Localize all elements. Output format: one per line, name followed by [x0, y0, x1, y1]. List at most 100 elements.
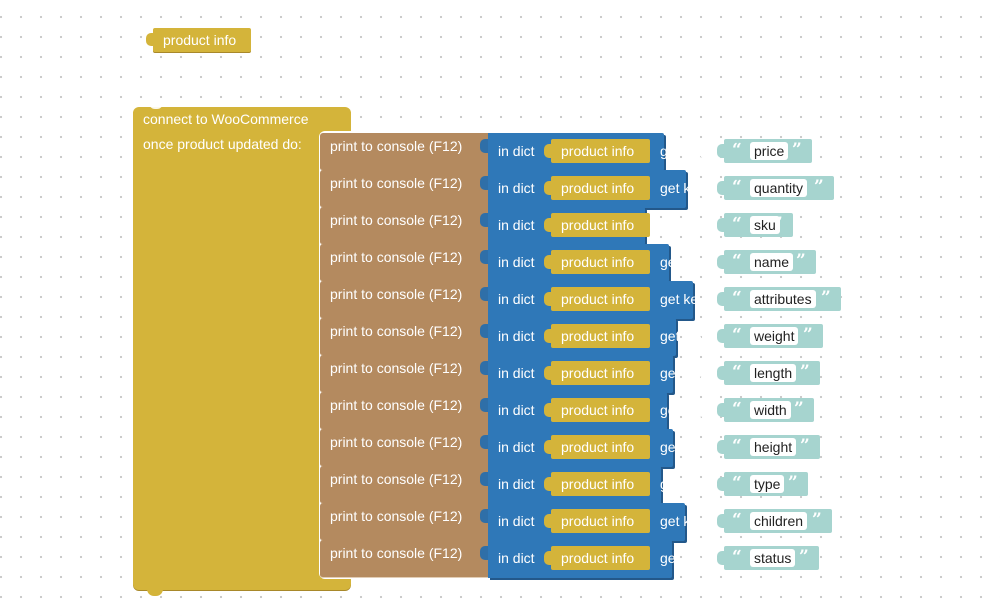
print-to-console-block[interactable]: print to console (F12): [320, 429, 490, 467]
output-connector: [544, 144, 553, 158]
in-dict-label: in dict: [498, 402, 535, 418]
string-block[interactable]: “ status ”: [717, 546, 819, 570]
key-text-field[interactable]: width: [750, 401, 791, 419]
output-connector: [717, 514, 726, 528]
get-key-label: get key: [660, 439, 706, 455]
string-block[interactable]: “ type ”: [717, 472, 808, 496]
print-to-console-block[interactable]: print to console (F12): [320, 133, 490, 171]
dict-get-key-block[interactable]: in dict product info get key “ width ”: [488, 392, 814, 430]
input-connector: [480, 398, 490, 412]
variable-label: product info: [561, 439, 635, 455]
input-connector: [480, 213, 490, 227]
string-block[interactable]: “ quantity ”: [717, 176, 834, 200]
print-to-console-block[interactable]: print to console (F12): [320, 466, 490, 504]
print-label: print to console (F12): [330, 360, 463, 376]
print-to-console-block[interactable]: print to console (F12): [320, 318, 490, 356]
product-info-variable[interactable]: product info: [544, 287, 650, 311]
product-info-variable[interactable]: product info: [544, 250, 650, 274]
open-quote-icon: “: [732, 140, 742, 160]
woocommerce-event-block[interactable]: connect to WooCommerce once product upda…: [133, 103, 351, 596]
product-info-variable[interactable]: product info: [544, 176, 650, 200]
string-block[interactable]: “ name ”: [717, 250, 816, 274]
dict-get-key-block[interactable]: in dict product info get key “ sku ”: [488, 207, 793, 245]
key-text-field[interactable]: children: [750, 512, 808, 530]
output-connector: [544, 514, 553, 528]
in-dict-label: in dict: [498, 365, 535, 381]
open-quote-icon: “: [732, 325, 742, 345]
string-block[interactable]: “ attributes ”: [717, 287, 841, 311]
close-quote-icon: ”: [821, 288, 831, 308]
key-text-field[interactable]: status: [750, 549, 796, 567]
dict-get-key-block[interactable]: in dict product info get key “ children …: [488, 503, 832, 541]
product-info-variable[interactable]: product info: [544, 435, 650, 459]
close-quote-icon: ”: [773, 214, 783, 234]
previous-connector-notch: [149, 103, 163, 109]
print-to-console-block[interactable]: print to console (F12): [320, 170, 490, 208]
string-block[interactable]: “ weight ”: [717, 324, 823, 348]
string-block[interactable]: “ length ”: [717, 361, 820, 385]
string-block[interactable]: “ children ”: [717, 509, 832, 533]
in-dict-label: in dict: [498, 439, 535, 455]
product-info-variable[interactable]: product info: [544, 213, 650, 237]
output-connector: [717, 329, 726, 343]
dict-get-key-block[interactable]: in dict product info get key “ price ”: [488, 133, 812, 171]
key-text-field[interactable]: quantity: [750, 179, 808, 197]
input-connector: [480, 361, 490, 375]
get-key-label: get key: [660, 402, 706, 418]
dict-get-key-block[interactable]: in dict product info get key “ length ”: [488, 355, 820, 393]
string-block[interactable]: “ price ”: [717, 139, 812, 163]
string-block[interactable]: “ height ”: [717, 435, 820, 459]
key-text-field[interactable]: price: [750, 142, 789, 160]
key-text-field[interactable]: attributes: [750, 290, 816, 308]
product-info-variable[interactable]: product info: [544, 324, 650, 348]
get-key-label: get key: [660, 180, 706, 196]
output-connector: [717, 440, 726, 454]
key-text-field[interactable]: length: [750, 364, 797, 382]
print-label: print to console (F12): [330, 286, 463, 302]
product-info-variable[interactable]: product info: [544, 472, 650, 496]
print-to-console-block[interactable]: print to console (F12): [320, 244, 490, 282]
print-to-console-block[interactable]: print to console (F12): [320, 392, 490, 430]
product-info-variable[interactable]: product info: [544, 361, 650, 385]
product-info-variable[interactable]: product info: [544, 398, 650, 422]
close-quote-icon: ”: [803, 325, 813, 345]
product-info-variable[interactable]: product info: [544, 509, 650, 533]
dict-get-key-block[interactable]: in dict product info get key “ weight ”: [488, 318, 823, 356]
product-info-variable[interactable]: product info: [544, 546, 650, 570]
in-dict-label: in dict: [498, 513, 535, 529]
output-connector: [544, 477, 553, 491]
dict-get-key-block[interactable]: in dict product info get key “ type ”: [488, 466, 808, 504]
print-to-console-block[interactable]: print to console (F12): [320, 355, 490, 393]
input-connector: [480, 250, 490, 264]
key-text-field[interactable]: height: [750, 438, 797, 456]
product-info-variable[interactable]: product info: [544, 139, 650, 163]
output-connector: [544, 292, 553, 306]
input-connector: [480, 324, 490, 338]
output-connector: [717, 366, 726, 380]
print-to-console-block[interactable]: print to console (F12): [320, 281, 490, 319]
variable-label: product info: [561, 328, 635, 344]
string-block[interactable]: “ width ”: [717, 398, 814, 422]
print-to-console-block[interactable]: print to console (F12): [320, 503, 490, 541]
input-connector: [480, 509, 490, 523]
variable-label: product info: [561, 550, 635, 566]
key-text-field[interactable]: type: [750, 475, 785, 493]
output-connector: [717, 218, 726, 232]
print-label: print to console (F12): [330, 138, 463, 154]
get-key-label: get key: [660, 217, 706, 233]
product-info-variable-block[interactable]: product info: [146, 28, 251, 52]
print-to-console-block[interactable]: print to console (F12): [320, 207, 490, 245]
dict-get-key-block[interactable]: in dict product info get key “ height ”: [488, 429, 820, 467]
print-to-console-block[interactable]: print to console (F12): [320, 540, 490, 578]
dict-get-key-block[interactable]: in dict product info get key “ attribute…: [488, 281, 841, 319]
dict-get-key-block[interactable]: in dict product info get key “ name ”: [488, 244, 816, 282]
close-quote-icon: ”: [794, 399, 804, 419]
string-block[interactable]: “ sku ”: [717, 213, 793, 237]
dict-get-key-block[interactable]: in dict product info get key “ status ”: [488, 540, 819, 578]
open-quote-icon: “: [732, 251, 742, 271]
key-text-field[interactable]: name: [750, 253, 794, 271]
dict-get-key-block[interactable]: in dict product info get key “ quantity …: [488, 170, 834, 208]
key-text-field[interactable]: sku: [750, 216, 780, 234]
open-quote-icon: “: [732, 177, 742, 197]
key-text-field[interactable]: weight: [750, 327, 799, 345]
